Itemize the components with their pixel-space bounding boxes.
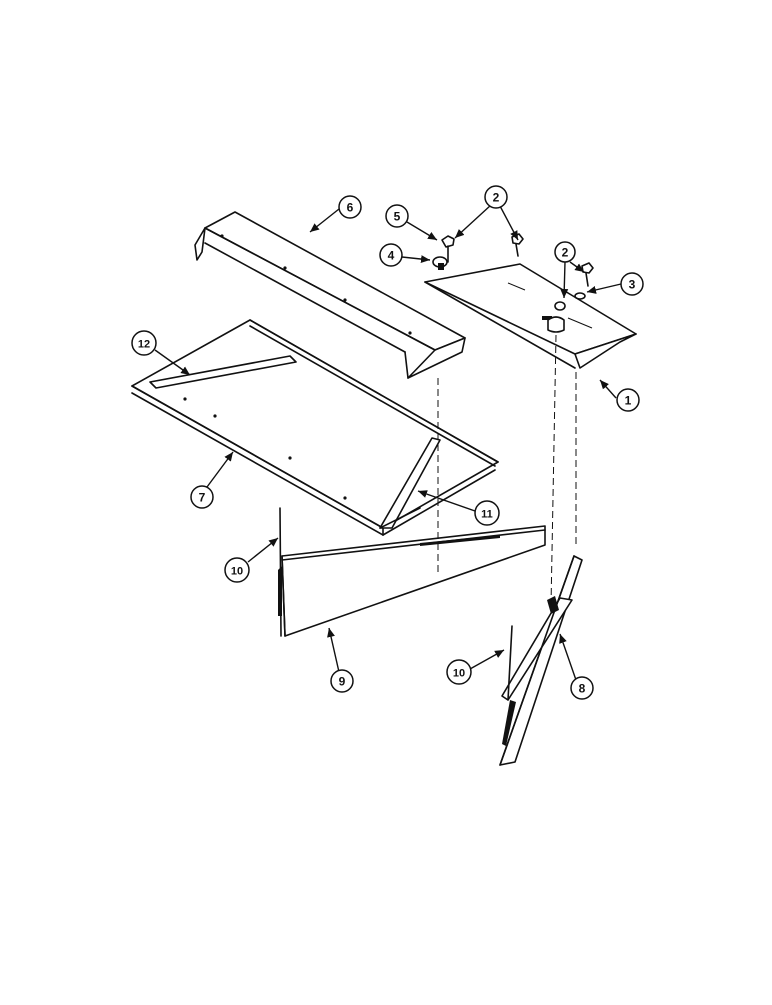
bolt-icon	[581, 262, 594, 287]
part-8-side-rail	[499, 555, 583, 766]
part-10-strip-right	[507, 625, 513, 701]
svg-text:9: 9	[339, 675, 346, 689]
svg-text:11: 11	[481, 509, 493, 521]
callout-8: 8	[570, 676, 594, 700]
callout-2-right: 2	[554, 241, 576, 263]
bolt-icon	[511, 233, 524, 257]
svg-text:8: 8	[579, 682, 586, 696]
callout-6: 6	[338, 195, 362, 219]
callout-2-top: 2	[484, 185, 508, 209]
callout-9: 9	[330, 669, 354, 693]
nut-icon	[432, 256, 448, 270]
svg-text:7: 7	[199, 491, 206, 505]
part-9-deflector	[278, 525, 546, 637]
svg-text:12: 12	[138, 339, 150, 351]
callout-4: 4	[379, 243, 403, 267]
callout-7: 7	[190, 485, 214, 509]
callout-1: 1	[616, 388, 640, 412]
svg-text:6: 6	[347, 201, 354, 215]
svg-text:1: 1	[625, 394, 632, 408]
svg-text:2: 2	[493, 191, 500, 205]
part-7-floor-pan	[131, 319, 499, 536]
callout-12: 12	[131, 330, 157, 356]
callout-11: 11	[474, 500, 500, 526]
callout-10-left: 10	[224, 557, 250, 583]
svg-text:10: 10	[231, 566, 243, 578]
svg-text:10: 10	[453, 668, 465, 680]
callout-3: 3	[620, 272, 644, 296]
svg-text:3: 3	[629, 278, 636, 292]
nut-icon	[547, 301, 566, 333]
svg-text:2: 2	[562, 246, 569, 260]
svg-text:5: 5	[394, 210, 401, 224]
callout-5: 5	[385, 204, 409, 228]
bolt-icon	[441, 235, 455, 263]
svg-text:4: 4	[388, 249, 395, 263]
leader-lines	[154, 204, 622, 681]
callout-10-right: 10	[446, 659, 472, 685]
washer-icon	[574, 292, 586, 300]
part-10-strip-left	[279, 507, 282, 637]
part-6-top-cover	[194, 211, 466, 379]
part-1-mounting-plate	[424, 263, 637, 369]
assembly-centerlines	[437, 334, 577, 607]
